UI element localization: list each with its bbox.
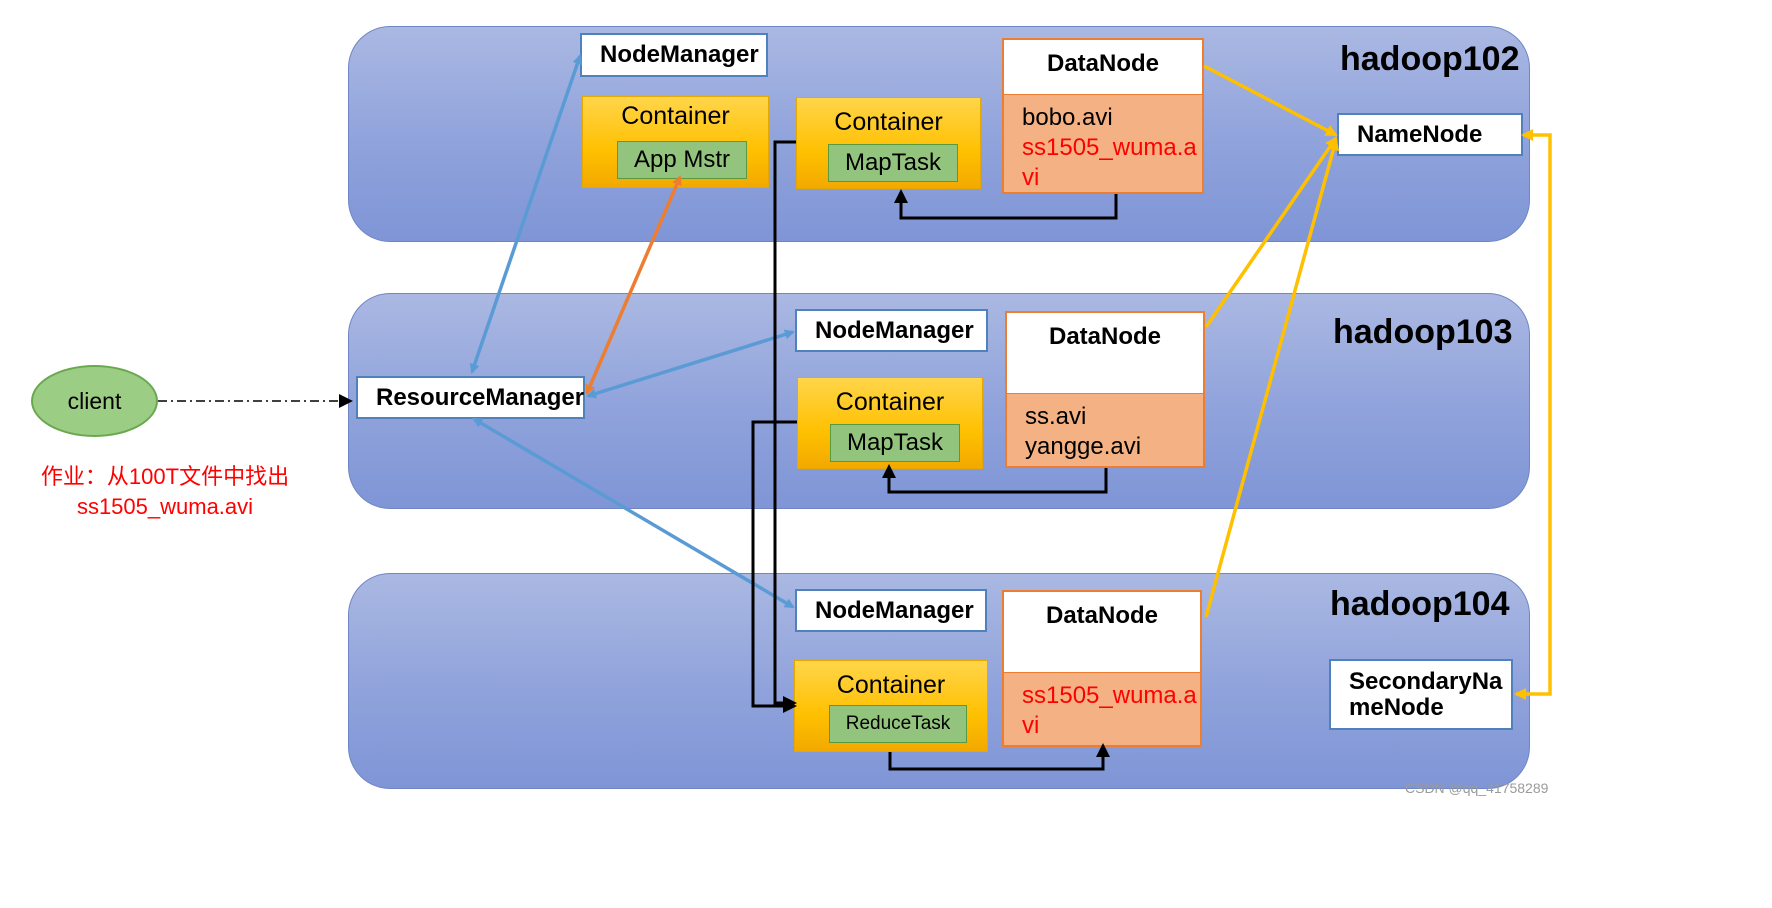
container-reducetask: Container ReduceTask — [794, 660, 988, 752]
resource-manager: ResourceManager — [356, 376, 585, 419]
container-maptask-hadoop103: Container MapTask — [797, 377, 983, 469]
data-node-files: ss.avi yangge.avi — [1007, 393, 1203, 466]
client-node: client — [31, 365, 158, 437]
secondary-name-node-line2: meNode — [1349, 693, 1444, 721]
map103-reduce-arrow — [751, 420, 797, 713]
file-name: ss.avi — [1025, 403, 1087, 430]
container-title: Container — [621, 102, 730, 130]
data-node-title: DataNode — [1045, 602, 1159, 629]
data-node-title: DataNode — [1046, 50, 1160, 77]
file-name: yangge.avi — [1025, 433, 1142, 460]
file-name: bobo.avi — [1022, 104, 1113, 131]
secondary-name-node: SecondaryNa meNode — [1329, 659, 1513, 730]
host-label-hadoop104: hadoop104 — [1330, 585, 1510, 623]
dn103-namenode-arrow — [1204, 136, 1338, 328]
data-node-files: ss1505_wuma.a vi — [1004, 672, 1200, 745]
data-node-hadoop103: DataNode ss.avi yangge.avi — [1005, 311, 1205, 468]
host-label-hadoop102: hadoop102 — [1340, 40, 1520, 78]
data-node-files: bobo.avi ss1505_wuma.a vi — [1004, 94, 1202, 192]
container-title: Container — [835, 388, 945, 416]
watermark: CSDN @qq_41758289 — [1405, 780, 1549, 796]
data-node-hadoop104: DataNode ss1505_wuma.a vi — [1002, 590, 1202, 747]
container-title: Container — [834, 108, 943, 136]
file-name-highlight: vi — [1022, 164, 1040, 191]
job-note-line1: 作业：从100T文件中找出 — [40, 464, 290, 489]
node-manager-hadoop103: NodeManager — [795, 309, 988, 352]
dn102-namenode-arrow — [1203, 64, 1338, 137]
rm-nm102-arrow — [469, 54, 583, 374]
file-name-highlight: ss1505_wuma.a — [1022, 134, 1197, 161]
host-label-hadoop103: hadoop103 — [1333, 313, 1513, 351]
dn103-maptask-arrow — [882, 464, 1108, 494]
dn104-namenode-arrow — [1204, 138, 1340, 618]
reduce-dn104-arrow — [888, 743, 1110, 771]
job-note: 作业：从100T文件中找出 ss1505_wuma.avi — [20, 462, 310, 522]
name-node: NameNode — [1337, 113, 1523, 156]
secondary-name-node-line1: SecondaryNa — [1349, 667, 1503, 695]
dn102-maptask-arrow — [894, 189, 1118, 220]
container-maptask-hadoop102: Container MapTask — [796, 97, 981, 189]
data-node-hadoop102: DataNode bobo.avi ss1505_wuma.a vi — [1002, 38, 1204, 194]
job-note-line2: ss1505_wuma.avi — [76, 494, 254, 519]
rm-nm103-arrow — [586, 329, 795, 399]
container-app-master: Container App Mstr — [582, 96, 769, 188]
container-title: Container — [836, 671, 946, 699]
rm-nm104-arrow — [472, 417, 795, 609]
file-name-highlight: ss1505_wuma.a — [1022, 682, 1197, 709]
node-manager-hadoop104: NodeManager — [795, 589, 987, 632]
rm-appmaster-arrow — [585, 175, 682, 395]
data-node-title: DataNode — [1048, 323, 1162, 350]
reduce-task: ReduceTask — [829, 705, 967, 743]
app-master-task: App Mstr — [617, 141, 747, 179]
snn-namenode-link — [1514, 129, 1552, 700]
client-label: client — [67, 387, 122, 414]
node-manager-hadoop102: NodeManager — [580, 33, 768, 77]
map-task-hadoop102: MapTask — [828, 144, 958, 182]
map-task-hadoop103: MapTask — [830, 424, 960, 462]
file-name-highlight: vi — [1022, 712, 1040, 739]
